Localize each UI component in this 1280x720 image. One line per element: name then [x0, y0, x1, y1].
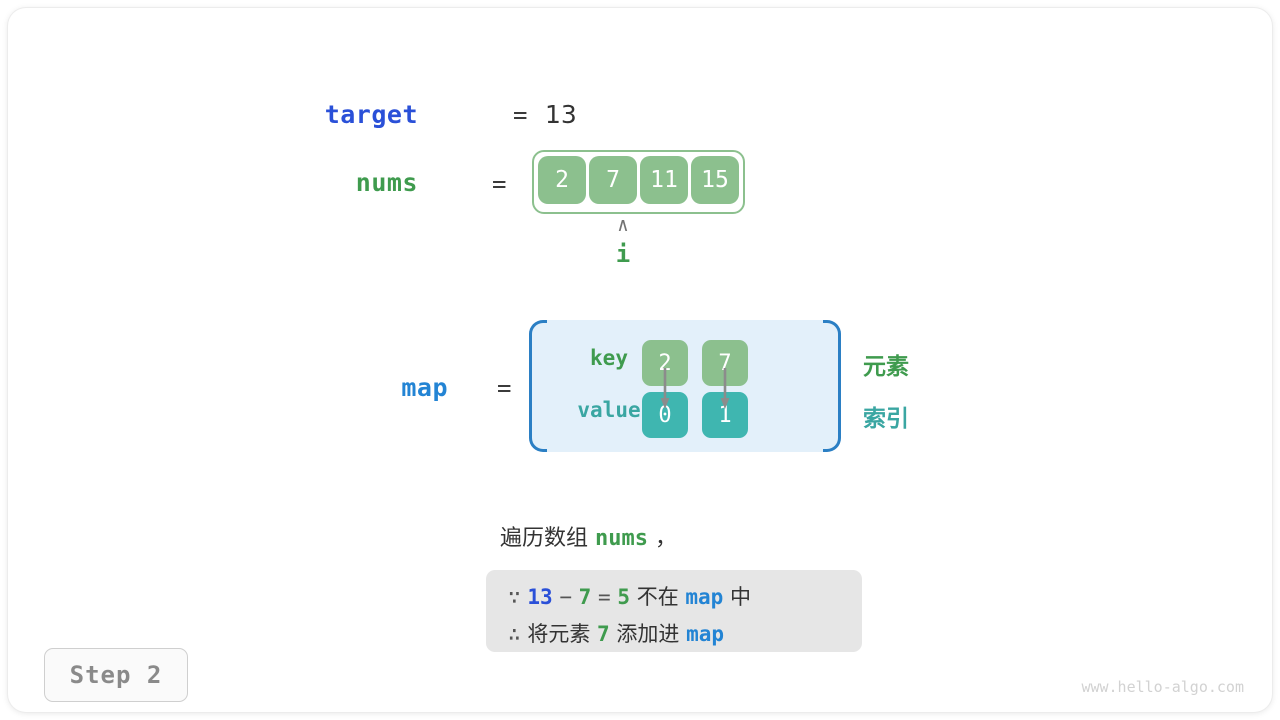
legend-element: 元素 — [863, 354, 909, 380]
minus-symbol: − — [559, 585, 572, 609]
array-cell: 2 — [538, 156, 586, 204]
note-text-add-element: 将元素 — [527, 622, 591, 646]
nums-label: nums — [355, 168, 418, 197]
target-label: target — [324, 100, 418, 129]
map-value-cell: 1 — [702, 392, 748, 438]
note-text-in: 中 — [730, 585, 752, 609]
note-map-keyword: map — [686, 622, 724, 646]
array-cell: 11 — [640, 156, 688, 204]
target-value: 13 — [545, 100, 577, 129]
note-line-therefore: ∴ 将元素 7 添加进 map — [508, 618, 724, 648]
map-row-label-value: value — [577, 398, 641, 422]
note-box: ∵ 13 − 7 = 5 不在 map 中 ∴ 将元素 7 添加进 map — [486, 570, 862, 652]
pointer-caret-icon: ∧ — [617, 214, 629, 236]
description-suffix: ， — [655, 526, 678, 551]
map-label: map — [401, 373, 448, 402]
watermark: www.hello-algo.com — [1081, 678, 1244, 696]
equals-symbol: = — [598, 585, 611, 609]
target-row: target = 13 — [8, 100, 1272, 136]
legend-index: 索引 — [863, 406, 909, 432]
note-added-element: 7 — [597, 622, 610, 646]
note-text-not-in: 不在 — [636, 585, 679, 609]
description-prefix: 遍历数组 — [500, 526, 589, 551]
note-text-add-into: 添加进 — [616, 622, 680, 646]
map-key-cell: 7 — [702, 340, 748, 386]
nums-equals-sign: = — [492, 170, 507, 198]
because-symbol: ∵ — [508, 585, 521, 609]
map-pair: 2 0 — [642, 340, 688, 438]
description-line: 遍历数组 nums ， — [500, 520, 677, 552]
map-pair: 7 1 — [702, 340, 748, 438]
note-map-keyword: map — [685, 585, 724, 609]
array-cell: 15 — [691, 156, 739, 204]
description-keyword-nums: nums — [595, 526, 648, 551]
note-line-because: ∵ 13 − 7 = 5 不在 map 中 — [508, 581, 751, 611]
map-key-cell: 2 — [642, 340, 688, 386]
note-current-value: 7 — [578, 585, 592, 609]
pointer-label-i: i — [615, 240, 631, 268]
array-cell: 7 — [589, 156, 637, 204]
nums-array: 2 7 11 15 — [532, 150, 745, 214]
target-equals-sign: = — [513, 101, 528, 129]
map-row-label-key: key — [590, 346, 628, 370]
map-equals-sign: = — [497, 374, 512, 402]
diagram-canvas: target = 13 nums = 2 7 11 15 ∧ i map = k… — [8, 8, 1272, 712]
therefore-symbol: ∴ — [508, 622, 521, 646]
note-complement-value: 5 — [617, 585, 631, 609]
map-container: key value 2 0 7 1 — [529, 320, 841, 452]
note-target-value: 13 — [527, 585, 553, 609]
map-value-cell: 0 — [642, 392, 688, 438]
step-badge: Step 2 — [44, 648, 188, 702]
